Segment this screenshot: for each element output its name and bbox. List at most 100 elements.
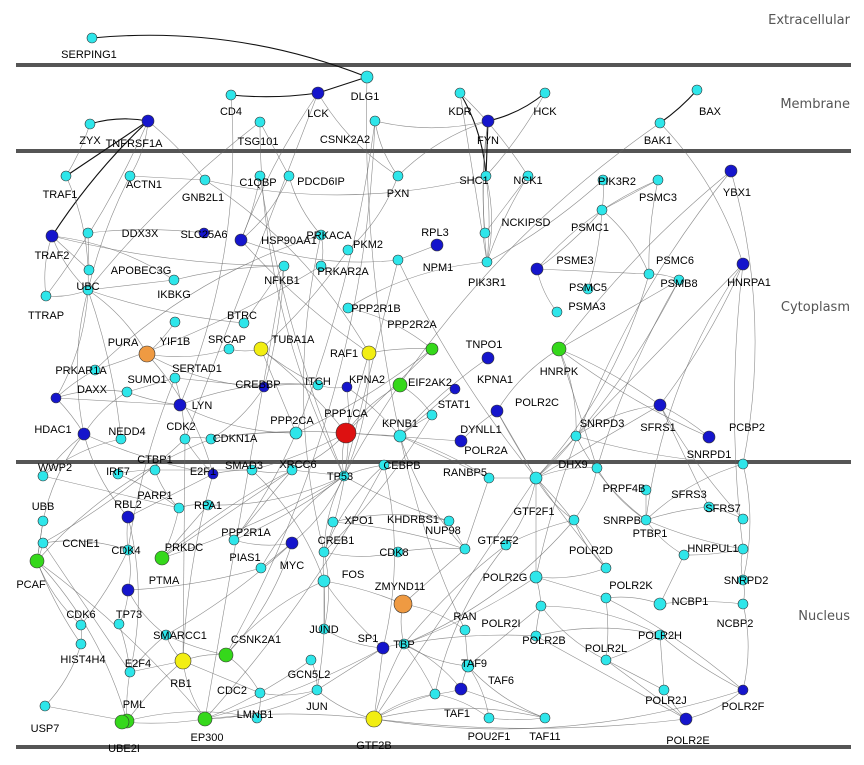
node-ncbp1[interactable] — [653, 597, 667, 611]
node-shc1[interactable] — [480, 170, 492, 182]
node-daxx[interactable] — [50, 392, 62, 404]
node-fyn[interactable] — [481, 114, 495, 128]
node-lmnb1[interactable] — [251, 712, 263, 724]
node-sfrs3[interactable] — [703, 501, 715, 513]
node-parp1[interactable] — [173, 502, 185, 514]
node-tnfrsf1a[interactable] — [141, 114, 155, 128]
node-sfrs1[interactable] — [653, 398, 667, 412]
node-wwp2[interactable] — [37, 470, 49, 482]
node-psme3[interactable] — [530, 262, 544, 276]
node-sertad1[interactable] — [169, 372, 181, 384]
node-gtf2f2[interactable] — [500, 539, 512, 551]
node-ppp2r1b[interactable] — [342, 302, 354, 314]
node-tbp[interactable] — [398, 638, 410, 650]
node-cdk4[interactable] — [122, 544, 134, 556]
node-prkaca[interactable] — [315, 229, 327, 241]
node-pxn[interactable] — [392, 170, 404, 182]
node-ppp2r1a[interactable] — [228, 534, 240, 546]
node-btrc[interactable] — [238, 317, 250, 329]
node-gcn5l2[interactable] — [305, 654, 317, 666]
node-jun[interactable] — [311, 684, 323, 696]
node-ubc[interactable] — [82, 284, 94, 296]
node-slc25a6[interactable] — [198, 227, 210, 239]
node-pias1[interactable] — [255, 562, 267, 574]
node-irf7[interactable] — [112, 468, 124, 480]
node-traf1[interactable] — [60, 170, 72, 182]
node-snrpd1[interactable] — [737, 458, 749, 470]
node-fos[interactable] — [317, 574, 331, 588]
node-ptma[interactable] — [121, 583, 135, 597]
node-ranbp5[interactable] — [483, 472, 495, 484]
node-creb1[interactable] — [318, 546, 330, 558]
node-prkdc[interactable] — [154, 550, 170, 566]
node-prkar1a[interactable] — [89, 364, 101, 376]
node-ikbkg[interactable] — [168, 274, 180, 286]
node-polr2b[interactable] — [530, 630, 542, 642]
node-hnrpul1[interactable] — [737, 543, 749, 555]
node-cdkn1a[interactable] — [205, 433, 217, 445]
node-e2f4[interactable] — [124, 666, 136, 678]
node-ppp2r2a[interactable] — [425, 342, 439, 356]
node-kpnb1[interactable] — [393, 429, 407, 443]
node-pik3r2[interactable] — [597, 174, 609, 186]
node-hck[interactable] — [539, 87, 551, 99]
node-yif1b[interactable] — [169, 316, 181, 328]
node-ttrap[interactable] — [40, 290, 52, 302]
node-ppp2ca[interactable] — [289, 426, 303, 440]
node-zyx[interactable] — [84, 118, 96, 130]
node-raf1[interactable] — [361, 345, 377, 361]
node-xrcc6[interactable] — [286, 464, 298, 476]
node-actn1[interactable] — [124, 170, 136, 182]
node-sp1[interactable] — [376, 641, 390, 655]
node-csnk2a2[interactable] — [369, 115, 381, 127]
node-ccne1[interactable] — [37, 537, 49, 549]
node-tuba1a[interactable] — [253, 341, 269, 357]
node-polr2f[interactable] — [737, 684, 749, 696]
node-psmc3[interactable] — [652, 174, 664, 186]
node-myc[interactable] — [285, 536, 299, 550]
node-ybx1[interactable] — [724, 164, 738, 178]
node-dlg1[interactable] — [360, 70, 374, 84]
node-gtf2b[interactable] — [365, 710, 383, 728]
node-ptbp1[interactable] — [678, 549, 690, 561]
node-usp7[interactable] — [39, 700, 51, 712]
node-sfrs7[interactable] — [737, 513, 749, 525]
node-psmc5[interactable] — [582, 283, 594, 295]
node-nck1[interactable] — [522, 170, 534, 182]
node-itch[interactable] — [312, 379, 324, 391]
node-ep300[interactable] — [197, 711, 213, 727]
node-tp53[interactable] — [338, 470, 350, 482]
node-polr2j[interactable] — [658, 684, 670, 696]
node-eif2ak2[interactable] — [392, 377, 408, 393]
node-cdk8[interactable] — [392, 546, 404, 558]
node-kpna2[interactable] — [341, 381, 353, 393]
node-cdk2[interactable] — [179, 433, 191, 445]
node-polr2c[interactable] — [490, 404, 504, 418]
node-kpna1[interactable] — [449, 383, 461, 395]
node-cdc2[interactable] — [254, 687, 266, 699]
node-pik3r1[interactable] — [481, 256, 493, 268]
node-psmc1[interactable] — [596, 204, 608, 216]
node-ubb[interactable] — [37, 515, 49, 527]
node-bax[interactable] — [691, 84, 703, 96]
node-hsp90aa1[interactable] — [234, 233, 248, 247]
node-cdk6[interactable] — [75, 619, 87, 631]
node-cebpb[interactable] — [378, 459, 390, 471]
node-rb1[interactable] — [174, 652, 192, 670]
node-rpl3[interactable] — [430, 238, 444, 252]
node-prkar2a[interactable] — [315, 260, 327, 272]
node-csnk2a1[interactable] — [218, 647, 234, 663]
node-snrpd2[interactable] — [737, 574, 749, 586]
node-nfkb1[interactable] — [278, 260, 290, 272]
node-pcaf[interactable] — [29, 553, 45, 569]
node-hnrpa1[interactable] — [736, 257, 750, 271]
node-polr2h[interactable] — [654, 629, 666, 641]
node-snrpd3[interactable] — [570, 430, 582, 442]
node-tp73[interactable] — [113, 618, 125, 630]
node-xpo1[interactable] — [327, 516, 339, 528]
node-dhx9[interactable] — [591, 462, 603, 474]
node-khdrbs1[interactable] — [443, 515, 455, 527]
node-ncbp2[interactable] — [737, 598, 749, 610]
node-ppp1ca[interactable] — [335, 422, 357, 444]
node-sumo1[interactable] — [121, 386, 133, 398]
